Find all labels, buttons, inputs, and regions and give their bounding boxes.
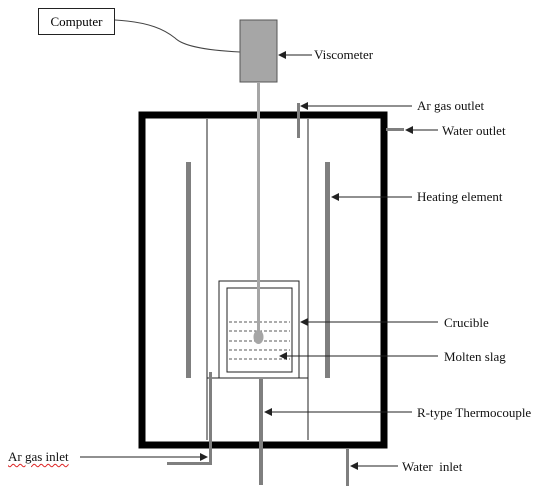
viscometer-box bbox=[239, 19, 278, 83]
thermocouple-rod bbox=[259, 379, 263, 485]
water-inlet-label: Water inlet bbox=[402, 459, 463, 474]
heating-element-right bbox=[325, 162, 330, 378]
spindle-rod bbox=[257, 82, 260, 332]
molten-slag-label: Molten slag bbox=[444, 349, 506, 364]
heating-element-label: Heating element bbox=[417, 189, 503, 204]
computer-box: Computer bbox=[38, 8, 115, 35]
ar-gas-inlet-label: Ar gas inlet bbox=[8, 449, 69, 464]
water-outlet-label: Water outlet bbox=[442, 123, 506, 138]
ar-gas-inlet-pipe-vertical bbox=[209, 372, 212, 465]
thermocouple-label: R-type Thermocouple bbox=[417, 405, 532, 420]
computer-cable bbox=[114, 19, 241, 53]
computer-label: Computer bbox=[50, 13, 103, 29]
crucible-label: Crucible bbox=[444, 315, 489, 330]
water-inlet-pipe bbox=[346, 448, 349, 486]
ar-gas-outlet-tube bbox=[297, 103, 300, 138]
heating-element-left bbox=[186, 162, 191, 378]
ar-gas-outlet-label: Ar gas outlet bbox=[417, 98, 485, 113]
water-outlet-pipe bbox=[386, 128, 404, 131]
viscometer-label: Viscometer bbox=[314, 47, 374, 62]
spindle-bob bbox=[253, 330, 264, 344]
ar-gas-inlet-pipe-horizontal bbox=[167, 462, 212, 465]
